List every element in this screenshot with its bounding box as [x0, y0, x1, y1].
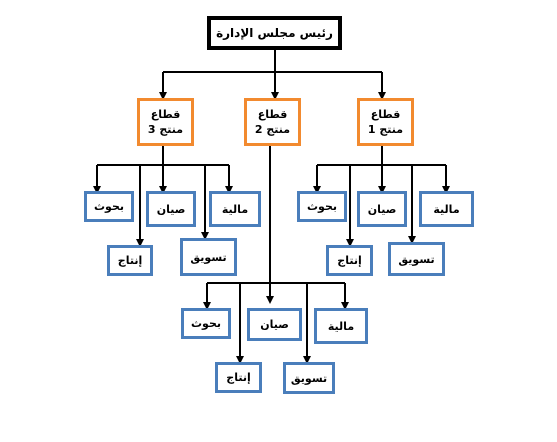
- sector-product-3-box: قطاع منتج 3: [137, 98, 194, 146]
- unit-production: إنتاج: [326, 245, 373, 276]
- unit-marketing: تسويق: [388, 242, 445, 276]
- unit-marketing: تسويق: [180, 238, 237, 276]
- sector-subtitle: منتج 2: [254, 123, 291, 136]
- board-chairman-box: رئيس مجلس الإدارة: [207, 16, 342, 50]
- sector-product-1-box: قطاع منتج 1: [357, 98, 414, 146]
- unit-research: بحوث: [84, 191, 134, 222]
- unit-research: بحوث: [297, 191, 347, 222]
- unit-marketing: تسويق: [283, 362, 335, 394]
- sector-title: قطاع: [150, 108, 181, 121]
- board-chairman-label: رئيس مجلس الإدارة: [216, 26, 333, 40]
- unit-production: إنتاج: [215, 362, 262, 393]
- sector-subtitle: منتج 1: [367, 123, 404, 136]
- sector-title: قطاع: [257, 108, 288, 121]
- sector-product-2-box: قطاع منتج 2: [244, 98, 301, 146]
- unit-research: بحوث: [181, 308, 231, 339]
- unit-maintenance: صيان: [146, 191, 196, 227]
- unit-production: إنتاج: [107, 245, 153, 276]
- sector-title: قطاع: [370, 108, 401, 121]
- unit-maintenance: صيان: [247, 308, 302, 341]
- sector-subtitle: منتج 3: [147, 123, 184, 136]
- unit-finance: مالية: [419, 191, 474, 227]
- unit-finance: مالية: [314, 308, 368, 344]
- unit-maintenance: صيان: [357, 191, 407, 227]
- unit-finance: مالية: [209, 191, 261, 227]
